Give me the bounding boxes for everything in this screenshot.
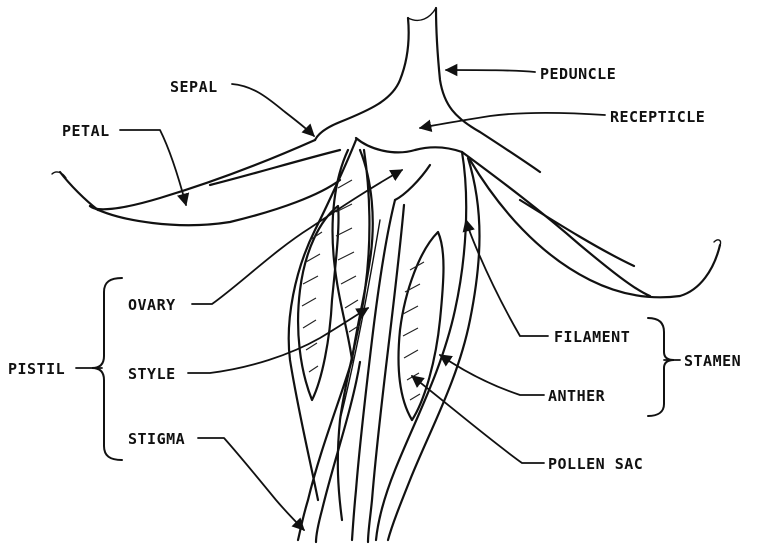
leader-style	[188, 308, 368, 373]
leader-sepal	[232, 84, 314, 136]
leader-stigma	[198, 438, 304, 530]
label-peduncle: PEDUNCLE	[540, 65, 616, 83]
leader-filament	[466, 220, 548, 336]
label-petal: PETAL	[62, 122, 110, 140]
right-petal	[462, 152, 721, 297]
label-recepticle: RECEPTICLE	[610, 108, 705, 126]
leader-peduncle	[446, 70, 535, 72]
label-pistil: PISTIL	[8, 360, 65, 378]
leader-recepticle	[420, 113, 605, 128]
pistil-brace	[92, 278, 122, 460]
label-anther: ANTHER	[548, 387, 606, 405]
label-filament: FILAMENT	[554, 328, 630, 346]
label-stamen: STAMEN	[684, 352, 741, 370]
stamen-brace	[648, 318, 674, 416]
label-style: STYLE	[128, 365, 176, 383]
leader-anther	[440, 355, 544, 395]
inner-tube	[352, 200, 404, 542]
label-stigma: STIGMA	[128, 430, 185, 448]
left-petal	[52, 140, 340, 225]
leader-pollen-sac	[412, 376, 544, 463]
label-pollen-sac: POLLEN SAC	[548, 455, 643, 473]
label-ovary: OVARY	[128, 296, 176, 314]
label-sepal: SEPAL	[170, 78, 218, 96]
receptacle-body	[356, 138, 462, 200]
